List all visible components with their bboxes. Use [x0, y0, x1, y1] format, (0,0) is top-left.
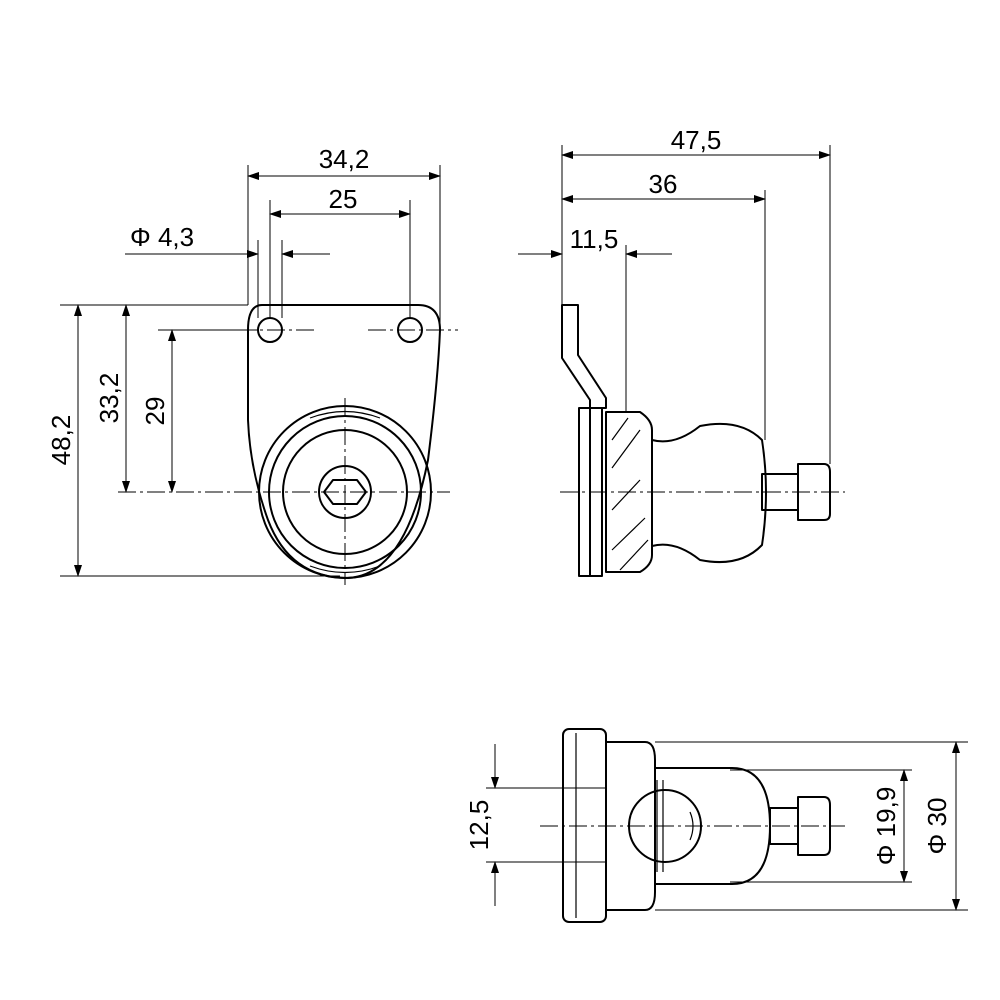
- bracket-plate-outline: [247, 304, 441, 579]
- front-dimensions: 34,2 25 Φ 4,3 48,2 33,2 29: [46, 144, 441, 577]
- bottom-stud-head: [797, 796, 831, 856]
- dim-36: 36: [649, 169, 678, 199]
- dim-33-2: 33,2: [94, 373, 124, 424]
- ball-stud-neck: [651, 422, 767, 564]
- dim-flange-diameter: Φ 30: [922, 798, 952, 855]
- bottom-view: [540, 728, 845, 923]
- bottom-dimensions: 12,5 Φ 19,9 Φ 30: [464, 741, 968, 911]
- dim-34-2: 34,2: [319, 144, 370, 174]
- bottom-collar: [605, 741, 656, 911]
- dim-47-5: 47,5: [671, 125, 722, 155]
- side-collar: [605, 411, 653, 573]
- dim-12-5: 12,5: [464, 800, 494, 851]
- stud-head: [797, 463, 831, 521]
- dim-hole-diameter: Φ 4,3: [130, 222, 194, 252]
- dim-48-2: 48,2: [46, 415, 76, 466]
- bent-bracket: [561, 304, 607, 409]
- side-dimensions: 47,5 36 11,5: [518, 125, 831, 464]
- dim-29: 29: [140, 397, 170, 426]
- front-view: [118, 304, 458, 585]
- collar-hatching: [611, 417, 649, 571]
- side-view: [560, 304, 845, 577]
- dim-25: 25: [329, 184, 358, 214]
- dim-11-5: 11,5: [570, 224, 619, 254]
- dim-ball-diameter: Φ 19,9: [871, 787, 901, 866]
